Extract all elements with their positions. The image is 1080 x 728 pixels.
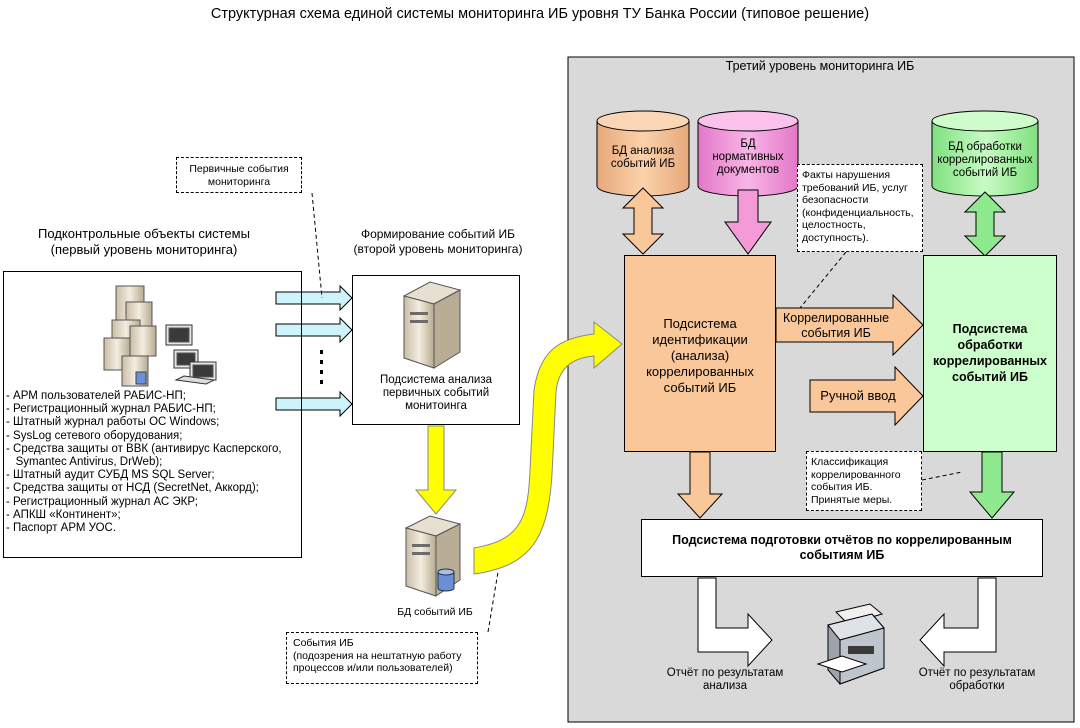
note-events: События ИБ (подозрения на нештатную рабо… <box>286 632 478 684</box>
level1-label: Подконтрольные объекты системы(первый ур… <box>38 226 250 257</box>
server-cluster-icon <box>103 285 217 387</box>
dashed-connectors <box>311 192 963 633</box>
list-item: - АРМ пользователей РАБИС-НП; <box>6 390 186 402</box>
arrow-correlated <box>775 293 924 357</box>
db-analysis-cylinder <box>596 110 690 197</box>
report-subsystem: Подсистема подготовки отчётов по коррели… <box>641 519 1043 577</box>
arrow-manual <box>809 365 924 427</box>
level2-box <box>352 275 520 425</box>
db-normative-cylinder <box>697 110 799 197</box>
list-item: - Паспорт АРМ УОС. <box>6 522 117 535</box>
yellow-curved-arrow <box>473 320 623 575</box>
db-processing-cylinder <box>931 110 1039 197</box>
processing-subsystem: Подсистема обработки коррелированных соб… <box>923 255 1057 452</box>
manual-input-label: Ручной ввод <box>820 388 896 403</box>
list-item: - Регистрационный журнал АС ЭКР; <box>6 495 198 508</box>
diagram-title: Структурная схема единой системы монитор… <box>210 6 870 22</box>
ellipsis-dots <box>320 350 323 384</box>
list-item: - АПКШ «Континент»; <box>6 508 121 521</box>
list-item: - Регистрационный журнал РАБИС-НП; <box>6 403 216 416</box>
list-item: - Средства защиты от НСД (SecretNet, Акк… <box>6 482 259 495</box>
note-classification: Классификация коррелированного события И… <box>806 451 922 511</box>
db-server-icon <box>404 515 462 597</box>
arrow-processing-report <box>968 451 1016 519</box>
note-violations: Факты нарушения требований ИБ, услуг без… <box>797 164 923 252</box>
list-item: Symantec Antivirus, DrWeb); <box>6 456 163 469</box>
arrow-report-processing <box>919 577 997 668</box>
list-item: - SysLog сетевого оборудования; <box>6 429 183 442</box>
list-item: - Средства защиты от ВВК (антивирус Касп… <box>6 442 282 455</box>
printer-icon <box>816 603 885 685</box>
server-icon <box>402 281 462 369</box>
level2-label: Формирование событий ИБ(второй уровень м… <box>353 227 523 256</box>
db-events-label: БД событий ИБ <box>397 606 473 618</box>
yellow-arrow-down <box>414 425 458 515</box>
arrow-db-normative <box>724 189 772 255</box>
arrow-db-analysis <box>621 187 665 255</box>
ident-subsystem: Подсистема идентификации (анализа) корре… <box>624 255 776 452</box>
cyan-arrows <box>275 284 353 418</box>
arrow-report-analysis <box>697 577 773 668</box>
level3-label: Третий уровень мониторинга ИБ <box>725 59 915 73</box>
arrow-ident-report <box>676 451 724 519</box>
list-item: - Штатный аудит СУБД MS SQL Server; <box>6 469 215 482</box>
level1-items: - АРМ пользователей РАБИС-НП; - Регистра… <box>6 390 282 535</box>
level1-box <box>3 271 302 558</box>
list-item: - Штатный журнал работы ОС Windows; <box>6 416 220 429</box>
